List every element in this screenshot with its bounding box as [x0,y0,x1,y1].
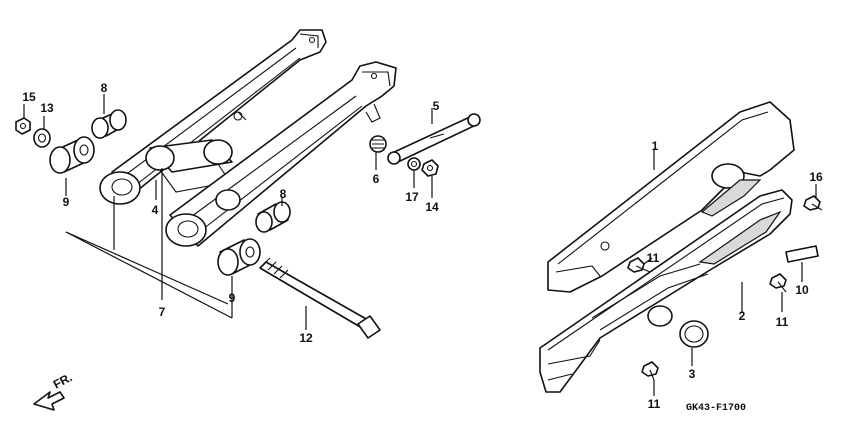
callout-12: 12 [299,331,313,345]
callout-8-lower: 8 [280,187,287,201]
washer-17 [407,157,421,171]
swing-arm-upper [99,29,327,205]
callout-2: 2 [739,309,746,323]
callout-6: 6 [373,172,380,186]
callout-16: 16 [809,170,823,184]
chain-case-lower [539,189,793,393]
drawing-code: GK43-F1700 [686,403,746,414]
bushing-lower [217,238,261,276]
callout-11-upper: 11 [647,251,660,265]
cap-3 [679,320,709,348]
bolt-16 [803,195,823,211]
callout-17: 17 [405,190,419,204]
callout-7: 7 [159,305,166,319]
pivot-collar-upper [91,109,127,139]
chain-case-upper [547,101,795,293]
bolt-11-b [769,273,787,293]
callout-3: 3 [689,367,696,381]
callout-4: 4 [152,203,159,217]
callout-8-upper: 8 [101,81,108,95]
pivot-collar-lower [255,201,291,233]
bushing-upper [49,136,95,174]
swing-arm-cross-tube [145,111,247,193]
callout-1: 1 [652,139,659,153]
callout-5: 5 [433,99,440,113]
front-direction-arrow [33,391,65,411]
nut-14 [421,159,439,177]
callout-13: 13 [40,101,54,115]
callout-10: 10 [795,283,809,297]
callout-15: 15 [22,90,36,104]
callout-9-upper: 9 [63,195,70,209]
front-direction-label: FR. [51,370,75,391]
callout-9-lower: 9 [229,291,236,305]
leader-lines [23,94,817,396]
swing-arm-lower [165,61,397,247]
callout-14: 14 [425,200,439,214]
bolt-11-c [641,361,659,381]
flange-nut-15 [15,117,31,135]
pivot-bolt [259,257,381,339]
callout-11-right: 11 [776,315,789,329]
callout-11-lower: 11 [648,397,661,411]
cushion-10 [785,245,819,263]
bolt-11-a [627,257,651,273]
washer-13 [33,128,51,148]
stopper-rod [387,113,481,165]
spring-bolt-6 [369,135,387,153]
